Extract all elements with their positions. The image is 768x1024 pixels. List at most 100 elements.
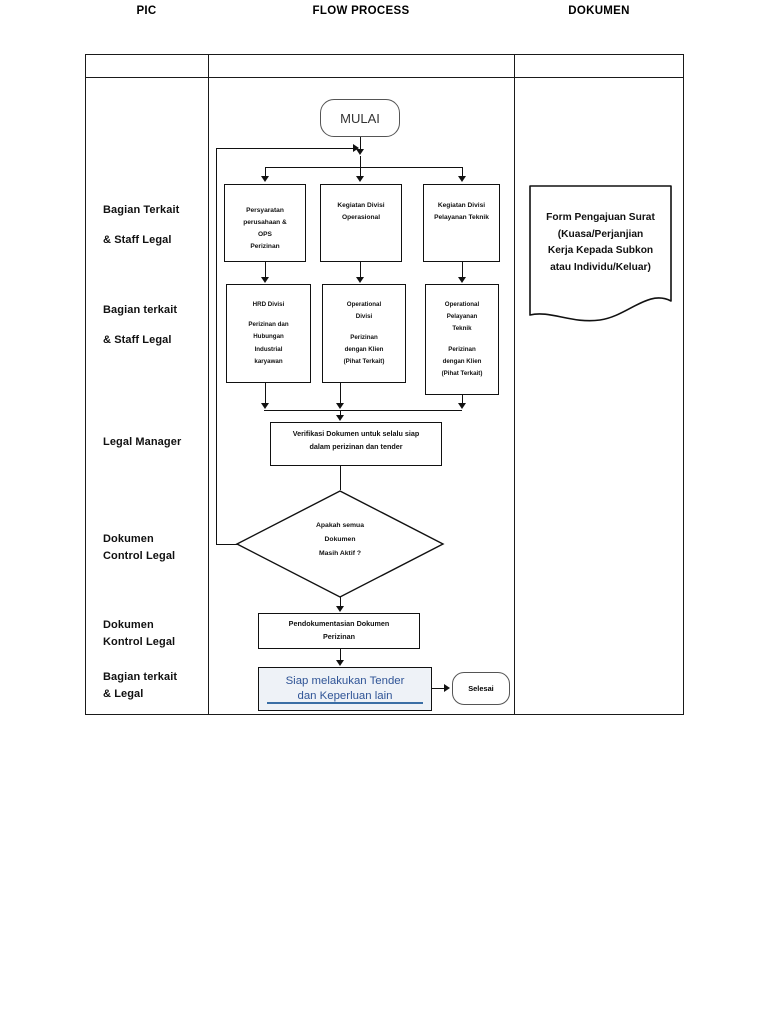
process-box-hrd-divisi: HRD Divisi Perizinan dan Hubungan Indust… [226,284,311,383]
process-box-operational-pelayanan: Operational Pelayanan Teknik Perizinan d… [425,284,499,395]
process-box-operational-pelayanan-line3: Teknik [452,324,472,332]
table-header-row [85,54,684,78]
pic-entry-1-line2: & Staff Legal [103,234,172,247]
connector-feedback-top [216,148,354,150]
connector-decision-to-pendokumentasian [339,597,341,609]
connector-final-to-end [432,688,446,690]
connector-start-stem-2 [359,156,361,168]
column-divider-flow-doc [514,54,515,715]
process-box-persyaratan-line2: perusahaan & [243,218,287,226]
connector-branch-mid [359,167,361,177]
decision-diamond-line1: Apakah semua [316,522,364,529]
process-box-verifikasi: Verifikasi Dokumen untuk selalu siap dal… [270,422,442,466]
connector-pendokumentasian-to-final [339,649,341,663]
process-box-kegiatan-pelayanan-line1: Kegiatan Divisi [437,201,486,209]
process-box-operational-divisi-line5: dengan Klien [344,346,384,354]
arrow-merge-to-verify [335,415,344,421]
arrow-start-to-bar [355,149,364,155]
process-box-verifikasi-line1: Verifikasi Dokumen untuk selalu siap [292,429,420,439]
pic-entry-4-line2: Control Legal [103,550,176,563]
connector-r2c3-down [461,395,463,405]
process-box-persyaratan-line3: OPS [258,231,272,238]
process-box-operational-pelayanan-line6: dengan Klien [442,358,482,366]
pic-entry-2-line2: & Staff Legal [103,334,172,347]
arrow-to-box-r1c2 [355,176,364,182]
process-box-hrd-divisi-line5: Industrial [254,345,283,353]
pic-entry-4: Dokumen Control Legal [103,531,175,565]
column-header-pic: PIC [136,5,157,17]
process-box-persyaratan-line1: Persyaratan [246,206,284,214]
document-shape-form-pengajuan: Form Pengajuan Surat (Kuasa/Perjanjian K… [528,184,673,326]
column-header-flow-process: FLOW PROCESS [312,5,410,17]
document-shape-text: Form Pengajuan Surat (Kuasa/Perjanjian K… [528,210,673,276]
pic-entry-2: Bagian terkait & Staff Legal [103,300,177,351]
process-box-operational-divisi-line1: Operational [346,300,382,308]
final-process-box-line1: Siap melakukan Tender [285,674,405,687]
arrow-r2c3-to-merge [457,403,466,409]
pic-entry-5-line1: Dokumen [103,619,154,631]
end-terminator: Selesai [452,672,510,705]
pic-entry-5: Dokumen Kontrol Legal [103,617,175,651]
arrow-r2c2-to-merge [335,403,344,409]
process-box-kegiatan-pelayanan-line2: Pelayanan Teknik [434,214,489,221]
process-box-operational-divisi-line4: Perizinan [350,333,378,341]
connector-r1c3-to-r2c3 [461,262,463,278]
connector-merge-stem [339,410,341,416]
process-box-operational-divisi: Operational Divisi Perizinan dengan Klie… [322,284,406,383]
arrow-r1c1-to-r2c1 [260,277,269,283]
pic-entry-3: Legal Manager [103,432,181,452]
pic-entry-1-line1: Bagian Terkait [103,204,180,216]
connector-r2c2-down [339,383,341,405]
connector-feedback-left [216,148,218,545]
process-box-kegiatan-pelayanan: Kegiatan Divisi Pelayanan Teknik [423,184,500,262]
pic-entry-6: Bagian terkait & Legal [103,669,177,703]
pic-entry-2-line1: Bagian terkait [103,304,178,316]
arrow-r1c2-to-r2c2 [355,277,364,283]
arrow-r2c1-to-merge [260,403,269,409]
arrow-decision-to-pendokumentasian [335,606,344,612]
column-divider-pic-flow [208,54,209,715]
process-box-operational-divisi-line2: Divisi [355,312,373,320]
connector-r1c2-to-r2c2 [359,262,361,278]
process-box-pendokumentasian: Pendokumentasian Dokumen Perizinan [258,613,420,649]
decision-diamond: Apakah semua Dokumen Masih Aktif ? [235,489,445,599]
end-terminator-label: Selesai [468,684,494,693]
process-box-pendokumentasian-line1: Pendokumentasian Dokumen [288,619,390,629]
pic-entry-6-line1: Bagian terkait [103,671,178,683]
final-process-box-line2: dan Keperluan lain [297,690,393,702]
process-box-hrd-divisi-line4: Hubungan [253,333,284,341]
connector-distribution-bar [265,167,462,169]
final-process-box-underline [267,702,423,704]
process-box-persyaratan-line4: Perizinan [250,243,280,251]
document-shape-line3: Kerja Kepada Subkon [547,245,654,257]
arrow-pendokumentasian-to-final [335,660,344,666]
process-box-hrd-divisi-line3: Perizinan dan [248,321,289,329]
process-box-hrd-divisi-line6: karyawan [254,357,283,365]
process-box-persyaratan: Persyaratan perusahaan & OPS Perizinan [224,184,306,262]
final-process-box: Siap melakukan Tender dan Keperluan lain [258,667,432,711]
process-box-operational-divisi-line6: (Pihat Terkait) [343,358,385,366]
decision-diamond-line2: Dokumen [324,535,356,543]
column-header-dokumen: DOKUMEN [568,5,630,17]
arrow-to-box-r1c1 [260,176,269,182]
start-terminator-label: MULAI [340,110,380,126]
document-shape-line1: Form Pengajuan Surat [546,212,655,223]
process-box-pendokumentasian-line2: Perizinan [323,632,355,641]
pic-entry-4-line1: Dokumen [103,533,154,545]
process-box-kegiatan-operasional: Kegiatan Divisi Operasional [320,184,402,262]
document-shape-line2: (Kuasa/Perjanjian [557,228,644,240]
connector-verify-to-decision [339,466,341,490]
process-box-operational-pelayanan-line1: Operational [444,300,480,308]
arrow-to-box-r1c3 [457,176,466,182]
decision-diamond-line3: Masih Aktif ? [318,549,362,557]
process-box-operational-pelayanan-line7: (Pihat Terkait) [441,370,483,378]
process-box-kegiatan-operasional-line2: Operasional [341,214,381,221]
process-box-operational-pelayanan-line5: Perizinan [448,346,476,353]
arrow-r1c3-to-r2c3 [457,277,466,283]
process-box-operational-pelayanan-line2: Pelayanan [446,312,478,320]
arrow-final-to-end [444,684,450,692]
pic-entry-1: Bagian Terkait & Staff Legal [103,200,179,251]
connector-branch-left [264,167,266,177]
process-box-kegiatan-operasional-line1: Kegiatan Divisi [337,201,385,209]
